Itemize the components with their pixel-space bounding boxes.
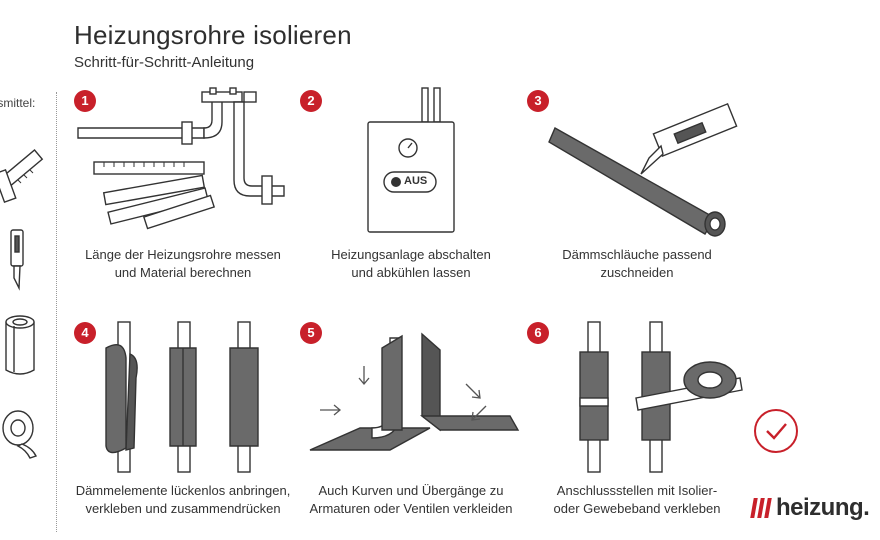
step-4-caption: Dämmelemente lückenlos anbringen,verkleb… [75, 483, 291, 516]
step-1-pipes-ruler-illustration [77, 87, 285, 230]
sidebar-divider [56, 92, 57, 532]
logo-bars-icon [750, 498, 772, 518]
step-6-taping-illustration [579, 321, 743, 473]
ruler-icon [0, 148, 44, 204]
step-4-apply-insulation-illustration [105, 321, 259, 473]
step-5-corner-insulation-illustration [309, 332, 520, 451]
off-button-label: AUS [404, 175, 428, 187]
step-1-badge: 1 [74, 90, 96, 112]
page-subtitle: Schritt-für-Schritt-Anleitung [74, 54, 255, 71]
step-2-boiler-illustration [367, 87, 455, 233]
step-3-cut-insulation-illustration [548, 102, 738, 237]
cutter-knife-icon [10, 229, 24, 291]
step-6-badge: 6 [527, 322, 549, 344]
check-circle-icon [754, 409, 798, 453]
tape-roll-icon [2, 410, 37, 459]
step-2-badge: 2 [300, 90, 322, 112]
step-4-badge: 4 [74, 322, 96, 344]
step-5-badge: 5 [300, 322, 322, 344]
heizung-logo[interactable]: heizung. [750, 494, 870, 522]
logo-text: heizung. [776, 494, 870, 521]
insulation-tube-icon [5, 315, 35, 375]
page-title: Heizungsrohre isolieren [74, 20, 352, 50]
step-6-caption: Anschlussstellen mit Isolier-oder Gewebe… [553, 483, 721, 516]
tools-label: fsmittel: [0, 96, 36, 110]
step-3-badge: 3 [527, 90, 549, 112]
